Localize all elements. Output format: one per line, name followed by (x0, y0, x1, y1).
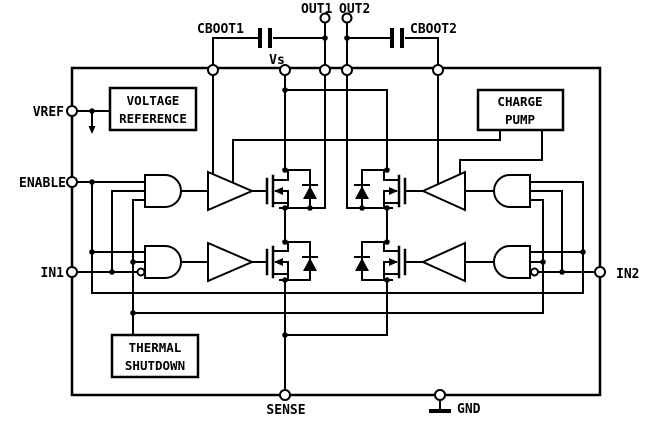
body-diode-high-right (354, 169, 370, 209)
thermal-shutdown-label-1: THERMAL (129, 340, 182, 355)
buffer-high-right (404, 170, 466, 212)
voltage-reference-label-2: REFERENCE (119, 111, 187, 126)
out2-terminal (341, 12, 353, 24)
and-gate-top-left (144, 174, 209, 208)
vs-pin (279, 64, 291, 76)
out1-terminal (319, 12, 331, 24)
sense-terminal (279, 389, 291, 401)
cboot1-pin (207, 64, 219, 76)
terminals (66, 12, 606, 401)
mosfet-low-right (361, 241, 407, 281)
vref-net (76, 110, 111, 134)
sense-label: SENSE (266, 403, 305, 418)
sense-net (284, 279, 388, 391)
cboot2-label: CBOOT2 (410, 22, 457, 37)
in1-label: IN1 (41, 266, 65, 281)
in2-net (529, 190, 596, 273)
enable-terminal (66, 176, 78, 188)
out1-label: OUT1 (301, 2, 332, 17)
vs-label: Vs (269, 53, 285, 68)
out2-label: OUT2 (339, 2, 370, 17)
voltage-reference-label-1: VOLTAGE (127, 93, 180, 108)
body-diode-high-left (302, 169, 318, 209)
vref-terminal (66, 105, 78, 117)
junction-dots (89, 35, 586, 338)
charge-pump-lead-left (232, 129, 501, 184)
charge-pump-label-2: PUMP (505, 112, 535, 127)
cboot1-label: CBOOT1 (197, 22, 244, 37)
vref-label: VREF (33, 105, 64, 120)
invert-bubble-in2 (530, 267, 539, 277)
in1-net (76, 190, 146, 273)
top-wires (212, 21, 439, 209)
and-gate-bottom-right (464, 245, 539, 279)
enable-net (76, 181, 584, 294)
thermal-net (132, 199, 544, 336)
ground-symbol (429, 399, 451, 413)
mosfet-low-left (265, 241, 311, 281)
in2-label: IN2 (616, 267, 639, 282)
voltage-reference-block: VOLTAGE REFERENCE (108, 86, 198, 132)
bootstrap-cap-cboot2 (390, 28, 404, 48)
thermal-shutdown-label-2: SHUTDOWN (125, 358, 185, 373)
and-gate-top-right (464, 174, 531, 208)
mosfet-high-left (265, 169, 326, 243)
buffer-high-left (207, 170, 268, 212)
out2-pin (341, 64, 353, 76)
buffer-low-left (207, 241, 268, 283)
ic-outline (70, 66, 602, 397)
cboot2-pin (432, 64, 444, 76)
in1-terminal (66, 266, 78, 278)
out1-pin (319, 64, 331, 76)
buffer-low-right (404, 241, 466, 283)
enable-label: ENABLE (19, 176, 66, 191)
mosfet-high-right (346, 169, 407, 243)
body-diode-low-left (302, 241, 318, 281)
body-diode-low-right (354, 241, 370, 281)
and-gate-bottom-left (136, 245, 209, 279)
charge-pump-block: CHARGE PUMP (476, 88, 565, 132)
gnd-terminal (434, 389, 446, 401)
charge-pump-lead-right (459, 129, 543, 176)
invert-bubble-in1 (136, 267, 146, 277)
thermal-shutdown-block: THERMAL SHUTDOWN (110, 333, 200, 379)
charge-pump-label-1: CHARGE (497, 94, 542, 109)
bootstrap-cap-cboot1 (258, 28, 272, 48)
gnd-label: GND (457, 402, 481, 417)
in2-terminal (594, 266, 606, 278)
